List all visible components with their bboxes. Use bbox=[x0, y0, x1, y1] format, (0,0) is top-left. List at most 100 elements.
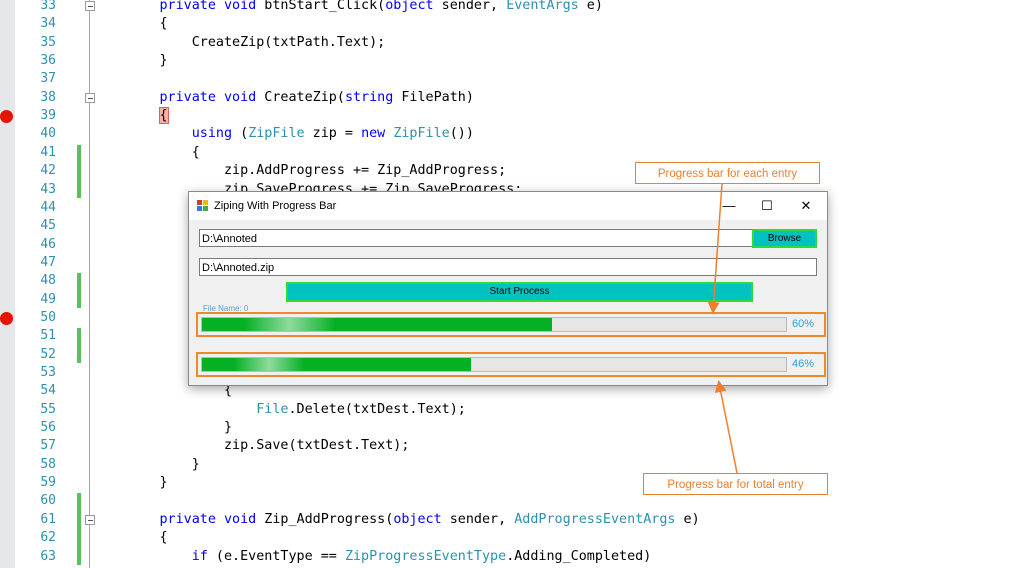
code-token: ZipFile bbox=[393, 126, 450, 142]
code-token: } bbox=[95, 420, 233, 436]
breakpoint-margin[interactable] bbox=[0, 0, 15, 568]
code-line[interactable]: { bbox=[95, 15, 1015, 33]
line-number: 45 bbox=[40, 218, 56, 234]
code-token: zip.Save(txtDest.Text); bbox=[95, 438, 410, 454]
code-token: ZipFile bbox=[248, 126, 305, 142]
file-name-label: File Name: 0 bbox=[203, 304, 249, 313]
line-number: 60 bbox=[40, 493, 56, 509]
code-line[interactable]: { bbox=[95, 529, 1015, 547]
line-number: 54 bbox=[40, 383, 56, 399]
code-line[interactable]: { bbox=[95, 107, 1015, 125]
code-token: } bbox=[95, 456, 200, 472]
code-token: { bbox=[95, 383, 233, 399]
collapse-icon[interactable] bbox=[85, 1, 95, 11]
code-token: .Delete(txtDest.Text); bbox=[288, 401, 466, 417]
code-token: EventArgs bbox=[506, 0, 579, 13]
code-token: e) bbox=[578, 0, 603, 13]
collapse-icon[interactable] bbox=[85, 92, 95, 103]
code-line[interactable]: { bbox=[95, 382, 1015, 400]
app-icon bbox=[197, 200, 208, 211]
breakpoint-icon[interactable] bbox=[0, 110, 13, 124]
code-token: private void bbox=[159, 0, 257, 13]
close-icon[interactable]: ✕ bbox=[800, 198, 812, 213]
minimize-icon[interactable]: — bbox=[722, 198, 736, 213]
code-line[interactable]: private void CreateZip(string FilePath) bbox=[95, 89, 1015, 107]
collapse-icon[interactable] bbox=[85, 514, 95, 525]
code-token: private void bbox=[159, 511, 257, 527]
breakpoint-icon[interactable] bbox=[0, 311, 13, 325]
code-token: btnStart_Click( bbox=[256, 0, 386, 13]
code-line[interactable]: private void Zip_AddProgress(object send… bbox=[95, 511, 1015, 529]
line-number: 57 bbox=[40, 438, 56, 454]
line-number: 46 bbox=[40, 236, 56, 252]
code-token: private void bbox=[159, 89, 257, 105]
line-number: 36 bbox=[40, 53, 56, 69]
entry-progress-bar bbox=[201, 317, 787, 332]
code-token: AddProgressEventArgs bbox=[514, 511, 676, 527]
entry-progress-percent: 60% bbox=[792, 318, 815, 330]
code-token: new bbox=[361, 126, 386, 142]
line-number: 40 bbox=[40, 126, 56, 142]
code-token: { bbox=[95, 16, 168, 32]
line-number: 35 bbox=[40, 34, 56, 50]
code-line[interactable]: if (e.EventType == ZipProgressEventType.… bbox=[95, 548, 1015, 566]
line-number: 47 bbox=[40, 254, 56, 270]
code-token: FilePath) bbox=[393, 89, 474, 105]
code-line[interactable]: } bbox=[95, 456, 1015, 474]
line-number: 33 bbox=[40, 0, 56, 13]
code-token: zip.AddProgress += Zip_AddProgress; bbox=[95, 163, 507, 179]
line-number: 58 bbox=[40, 456, 56, 472]
line-number: 39 bbox=[40, 108, 56, 124]
code-line[interactable]: private void btnStart_Click(object sende… bbox=[95, 0, 1015, 15]
line-number: 63 bbox=[40, 548, 56, 564]
line-number: 49 bbox=[40, 291, 56, 307]
line-number: 56 bbox=[40, 420, 56, 436]
line-number: 50 bbox=[40, 309, 56, 325]
code-line[interactable]: File.Delete(txtDest.Text); bbox=[95, 401, 1015, 419]
code-line[interactable]: } bbox=[95, 419, 1015, 437]
total-progress-highlight: 46% bbox=[196, 352, 826, 377]
callout-each-entry: Progress bar for each entry bbox=[635, 162, 820, 184]
entry-progress-fill bbox=[202, 318, 553, 331]
change-indicator bbox=[77, 493, 81, 565]
total-progress-fill bbox=[202, 358, 471, 371]
code-line[interactable]: CreateZip(txtPath.Text); bbox=[95, 34, 1015, 52]
code-token: File bbox=[256, 401, 289, 417]
code-token: Zip_AddProgress( bbox=[256, 511, 394, 527]
line-number: 44 bbox=[40, 199, 56, 215]
line-number: 55 bbox=[40, 401, 56, 417]
code-line[interactable]: zip.AddProgress += Zip_AddProgress; bbox=[95, 162, 1015, 180]
line-number: 43 bbox=[40, 181, 56, 197]
browse-button[interactable]: Browse bbox=[752, 229, 817, 248]
line-number: 51 bbox=[40, 328, 56, 344]
code-token: (e.EventType == bbox=[207, 548, 345, 564]
total-progress-bar bbox=[201, 357, 787, 372]
code-token: object bbox=[393, 511, 442, 527]
line-number: 53 bbox=[40, 365, 56, 380]
code-line[interactable]: using (ZipFile zip = new ZipFile()) bbox=[95, 125, 1015, 143]
code-token: object bbox=[385, 0, 434, 13]
code-token: CreateZip( bbox=[256, 89, 345, 105]
line-number: 52 bbox=[40, 346, 56, 362]
callout-total-entry: Progress bar for total entry bbox=[643, 473, 828, 495]
destination-path-input[interactable]: D:\Annoted.zip bbox=[199, 258, 817, 276]
code-token: sender, bbox=[441, 511, 515, 527]
maximize-icon[interactable]: ☐ bbox=[761, 198, 773, 213]
line-number: 38 bbox=[40, 89, 56, 105]
code-line[interactable]: zip.Save(txtDest.Text); bbox=[95, 437, 1015, 455]
code-token: ()) bbox=[449, 126, 474, 142]
code-token: { bbox=[95, 144, 200, 160]
entry-callout-arrow bbox=[707, 183, 723, 314]
code-line[interactable]: } bbox=[95, 474, 1015, 492]
code-token: CreateZip(txtPath.Text); bbox=[95, 34, 386, 50]
source-path-input[interactable]: D:\Annoted bbox=[199, 229, 753, 247]
code-line[interactable]: { bbox=[95, 144, 1015, 162]
code-token: string bbox=[344, 89, 394, 105]
code-line[interactable]: } bbox=[95, 52, 1015, 70]
code-token: ( bbox=[232, 126, 249, 142]
start-process-button[interactable]: Start Process bbox=[286, 282, 753, 302]
code-token: sender, bbox=[433, 0, 507, 13]
code-token: if bbox=[191, 548, 208, 564]
